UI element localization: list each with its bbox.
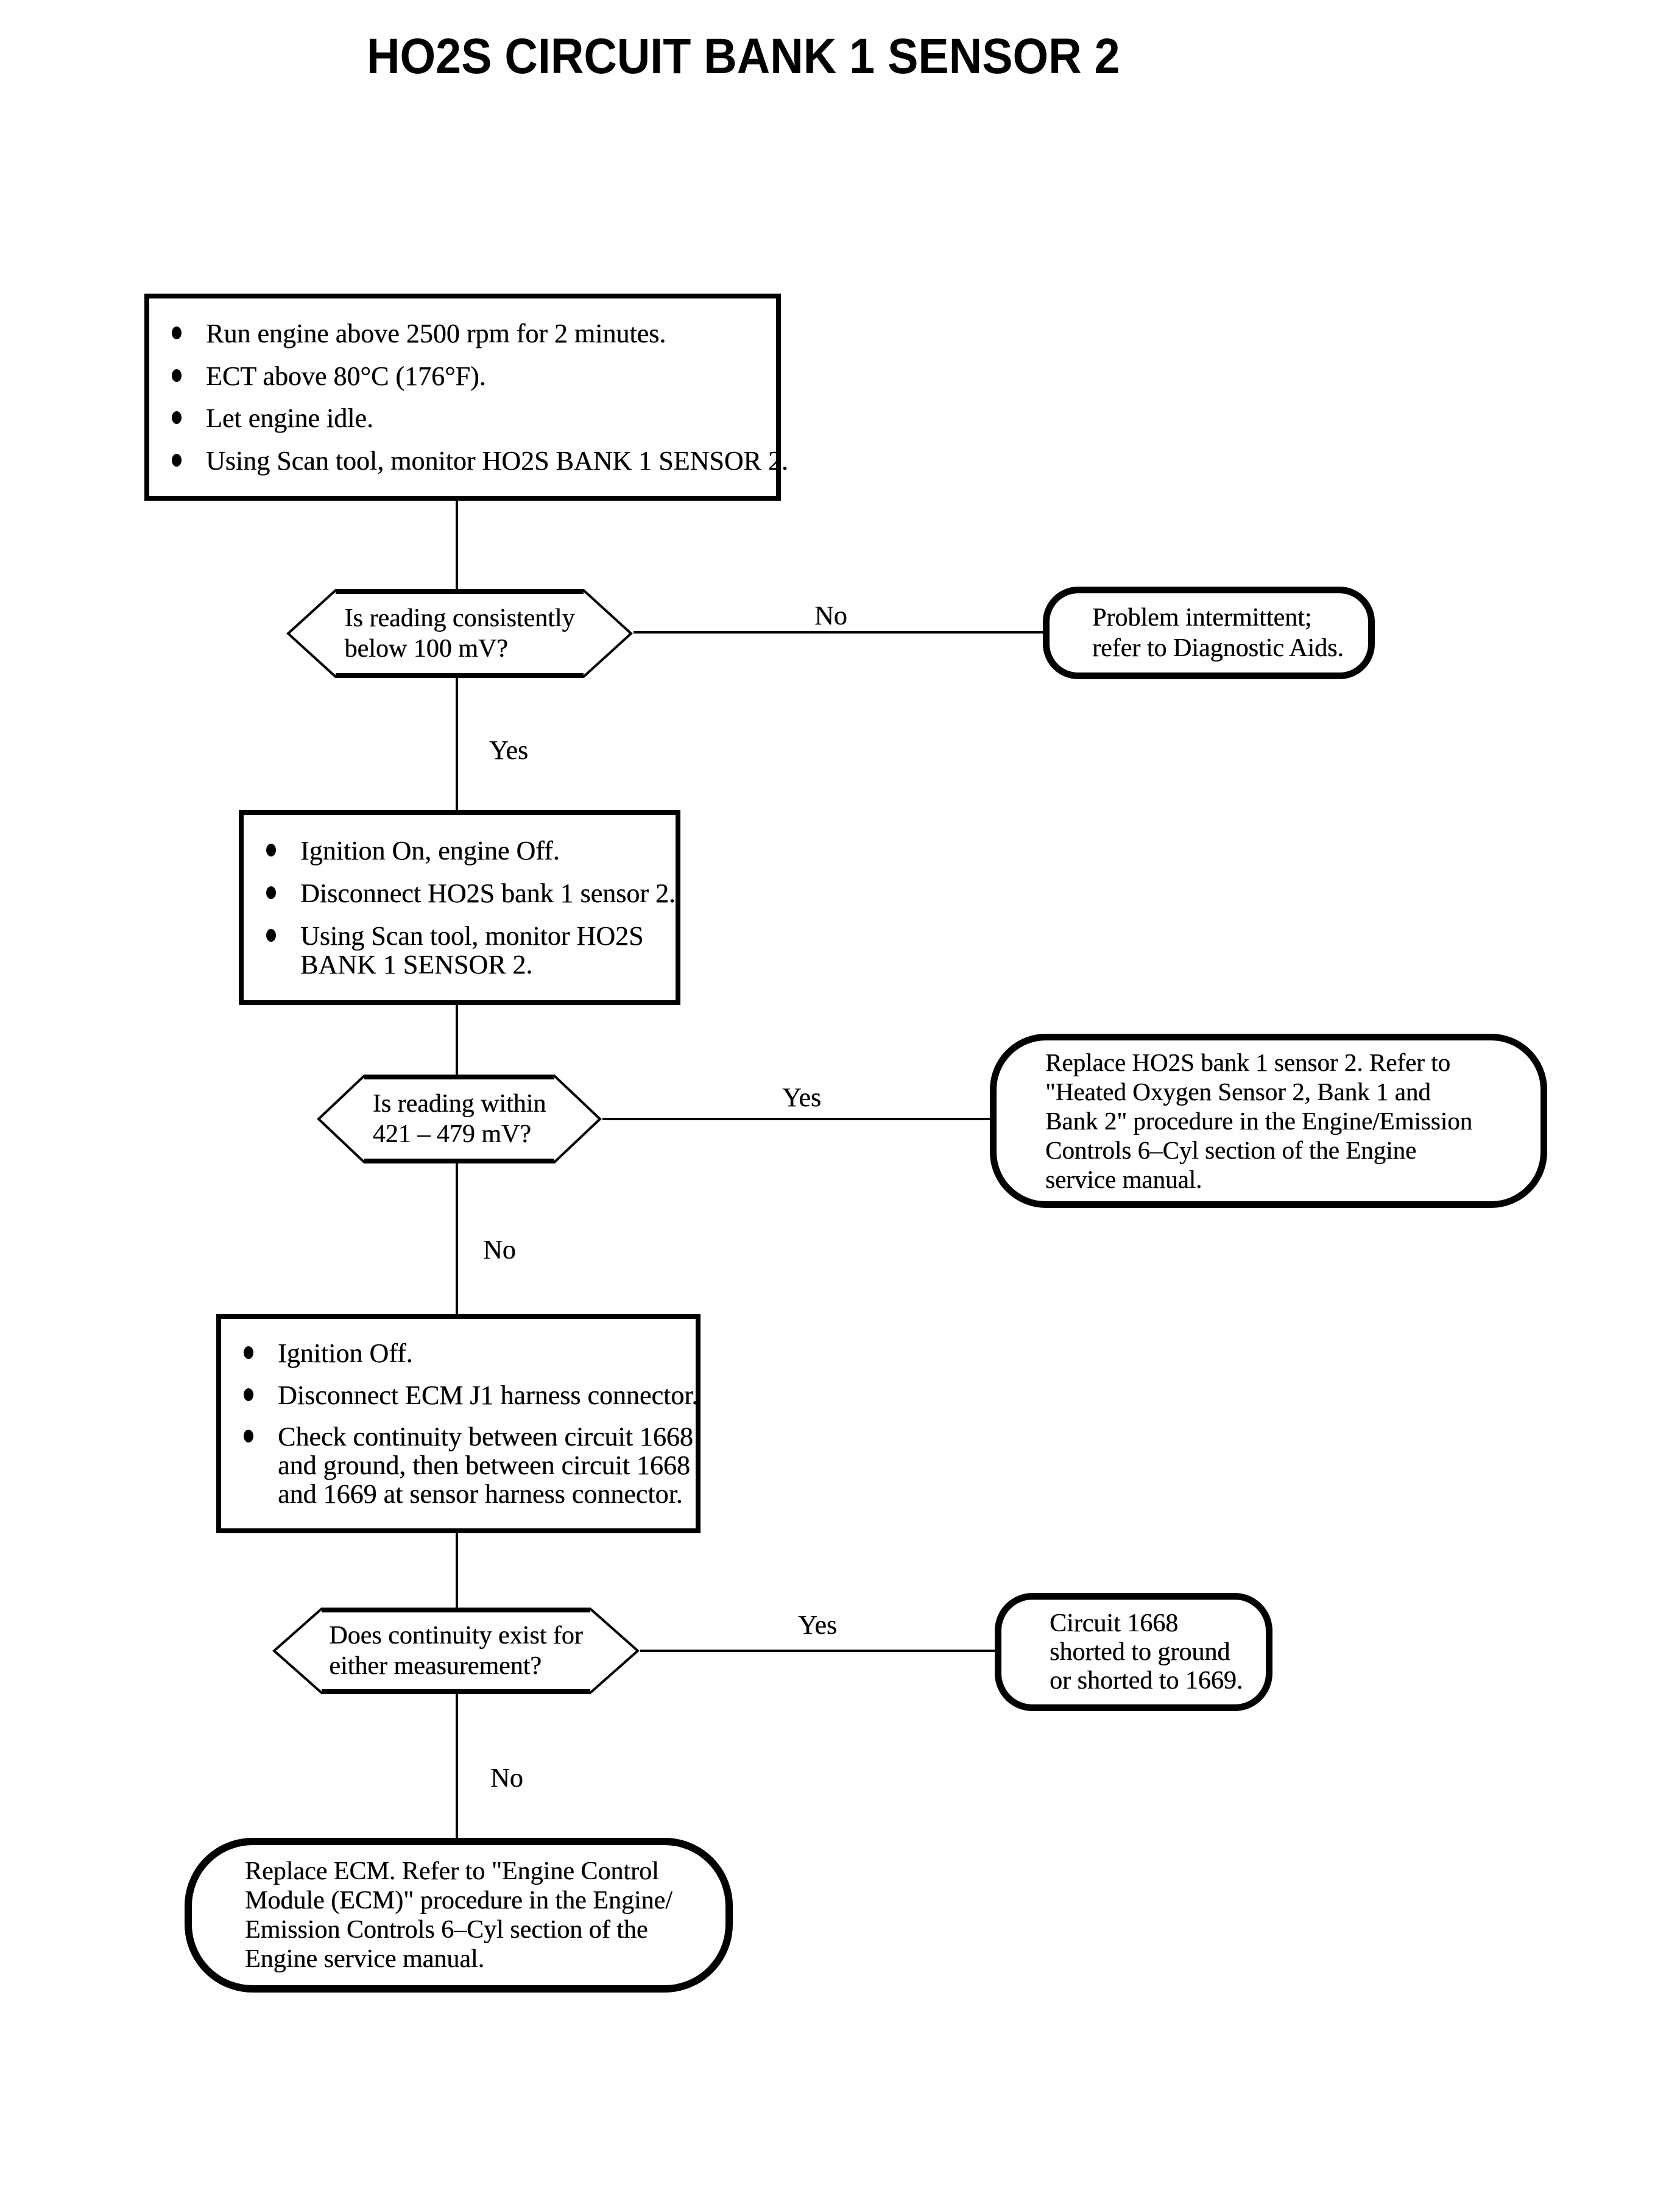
result1-line: refer to Diagnostic Aids. bbox=[1092, 634, 1344, 662]
step1-line: Using Scan tool, monitor HO2S BANK 1 SEN… bbox=[206, 445, 788, 476]
result1-terminal: Problem intermittent; refer to Diagnosti… bbox=[1043, 587, 1375, 679]
connector-decision2-step3 bbox=[456, 1163, 458, 1315]
hexagon-shape-icon bbox=[272, 1608, 640, 1694]
step2-line: Disconnect HO2S bank 1 sensor 2. bbox=[300, 878, 676, 908]
decision2-yes-label: Yes bbox=[782, 1082, 822, 1112]
decision2-no-label: No bbox=[483, 1235, 516, 1265]
result1-line: Problem intermittent; bbox=[1092, 604, 1312, 632]
decision1-yes-label: Yes bbox=[489, 735, 529, 765]
hexagon-shape-icon bbox=[317, 1075, 602, 1163]
decision2-hexagon: Is reading within 421 – 479 mV? bbox=[316, 1073, 602, 1165]
result2-line: Controls 6–Cyl section of the Engine bbox=[1045, 1136, 1417, 1164]
step2-line: BANK 1 SENSOR 2. bbox=[300, 950, 533, 980]
decision3-yes-label: Yes bbox=[798, 1610, 838, 1640]
result2-line: Bank 2" procedure in the Engine/Emission bbox=[1045, 1107, 1473, 1135]
bullet-item: Ignition On, engine Off. bbox=[266, 836, 665, 865]
bullet-item: Run engine above 2500 rpm for 2 minutes. bbox=[172, 319, 765, 348]
bullet-icon bbox=[172, 453, 182, 467]
step3-line: and 1669 at sensor harness connector. bbox=[278, 1478, 683, 1509]
bullet-item: ECT above 80°C (176°F). bbox=[172, 362, 765, 390]
bullet-item: Let engine idle. bbox=[172, 404, 765, 432]
result4-line: Emission Controls 6–Cyl section of the bbox=[245, 1916, 648, 1944]
step1-line: Run engine above 2500 rpm for 2 minutes. bbox=[206, 319, 666, 349]
result4-line: Engine service manual. bbox=[245, 1945, 485, 1973]
step1-line: Let engine idle. bbox=[206, 403, 373, 434]
bullet-icon bbox=[244, 1346, 253, 1360]
result4-line: Replace ECM. Refer to "Engine Control bbox=[245, 1857, 659, 1885]
connector-decision1-result1 bbox=[634, 631, 1045, 634]
connector-decision3-result3 bbox=[640, 1650, 995, 1652]
connector-decision2-result2 bbox=[602, 1118, 990, 1120]
connector-step3-decision3 bbox=[456, 1532, 458, 1608]
bullet-icon bbox=[244, 1388, 253, 1401]
bullet-icon bbox=[172, 369, 182, 382]
result4-terminal: Replace ECM. Refer to "Engine Control Mo… bbox=[185, 1838, 733, 1993]
result2-line: "Heated Oxygen Sensor 2, Bank 1 and bbox=[1045, 1078, 1431, 1106]
bullet-icon bbox=[266, 844, 276, 856]
bullet-item: Check continuity between circuit 1668 an… bbox=[244, 1422, 693, 1509]
decision3-no-label: No bbox=[490, 1763, 523, 1793]
step2-line: Ignition On, engine Off. bbox=[300, 836, 560, 866]
bullet-icon bbox=[266, 929, 276, 942]
result3-line: or shorted to 1669. bbox=[1050, 1666, 1243, 1695]
connector-step2-decision2 bbox=[456, 1004, 458, 1075]
result3-line: shorted to ground bbox=[1050, 1637, 1230, 1666]
result2-line: service manual. bbox=[1045, 1165, 1202, 1193]
bullet-icon bbox=[266, 886, 276, 899]
connector-step1-decision1 bbox=[456, 500, 458, 589]
bullet-item: Disconnect ECM J1 harness connector. bbox=[244, 1381, 698, 1410]
bullet-item: Using Scan tool, monitor HO2S BANK 1 SEN… bbox=[266, 922, 665, 979]
decision3-text: Does continuity exist for either measure… bbox=[329, 1622, 583, 1680]
page-title: HO2S CIRCUIT BANK 1 SENSOR 2 bbox=[367, 29, 1120, 84]
step3-box: Ignition Off. Disconnect ECM J1 harness … bbox=[216, 1314, 701, 1533]
decision1-no-label: No bbox=[814, 601, 847, 630]
connector-decision3-result4 bbox=[456, 1694, 458, 1839]
step1-box: Run engine above 2500 rpm for 2 minutes.… bbox=[144, 294, 788, 501]
bullet-item: Ignition Off. bbox=[244, 1339, 685, 1368]
decision1-hexagon: Is reading consistently below 100 mV? bbox=[286, 588, 634, 679]
step3-line: and ground, then between circuit 1668 bbox=[278, 1450, 690, 1480]
hexagon-shape-icon bbox=[286, 589, 633, 678]
result2-line: Replace HO2S bank 1 sensor 2. Refer to bbox=[1045, 1048, 1450, 1076]
result2-terminal: Replace HO2S bank 1 sensor 2. Refer to "… bbox=[990, 1034, 1547, 1208]
decision2-text: Is reading within 421 – 479 mV? bbox=[372, 1090, 546, 1148]
step3-line: Disconnect ECM J1 harness connector. bbox=[278, 1380, 699, 1410]
decision3-hexagon: Does continuity exist for either measure… bbox=[272, 1606, 640, 1695]
step3-line: Check continuity between circuit 1668 bbox=[278, 1421, 693, 1452]
bullet-item: Disconnect HO2S bank 1 sensor 2. bbox=[266, 879, 676, 908]
bullet-icon bbox=[172, 411, 182, 425]
result3-terminal: Circuit 1668 shorted to ground or shorte… bbox=[995, 1593, 1272, 1711]
step1-line: ECT above 80°C (176°F). bbox=[206, 361, 486, 391]
decision1-text: Is reading consistently below 100 mV? bbox=[344, 604, 575, 663]
step2-box: Ignition On, engine Off. Disconnect HO2S… bbox=[239, 810, 680, 1005]
step2-line: Using Scan tool, monitor HO2S bbox=[300, 921, 644, 951]
connector-decision1-step2 bbox=[456, 678, 458, 811]
bullet-icon bbox=[244, 1429, 253, 1442]
step3-line: Ignition Off. bbox=[278, 1338, 413, 1369]
result3-line: Circuit 1668 bbox=[1050, 1609, 1179, 1637]
bullet-icon bbox=[172, 327, 182, 340]
result4-line: Module (ECM)" procedure in the Engine/ bbox=[245, 1887, 672, 1915]
bullet-item: Using Scan tool, monitor HO2S BANK 1 SEN… bbox=[172, 447, 788, 475]
